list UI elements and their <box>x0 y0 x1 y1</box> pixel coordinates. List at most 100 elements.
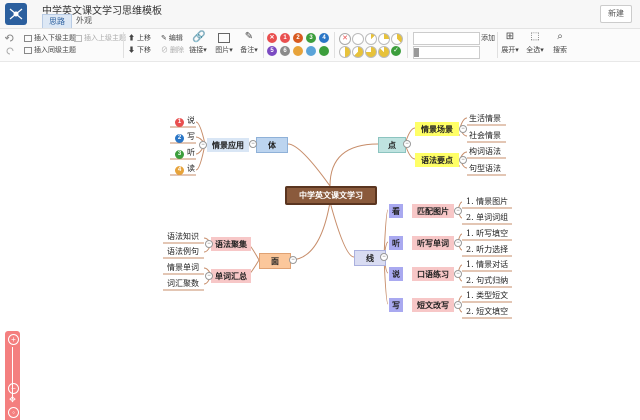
resource-slider[interactable] <box>413 46 480 59</box>
priority-6-icon[interactable]: 6 <box>280 46 290 56</box>
topic-dian[interactable]: 点 <box>378 137 406 153</box>
priority-7-icon[interactable] <box>293 46 303 56</box>
collapse-toggle[interactable]: − <box>205 240 213 248</box>
priority-5-icon[interactable]: 5 <box>267 46 277 56</box>
progress-1-icon[interactable] <box>365 33 377 45</box>
clear-progress-icon[interactable]: ✕ <box>339 33 351 45</box>
leaf-item[interactable]: 2. 句式归纳 <box>466 276 509 285</box>
progress-0-icon[interactable] <box>352 33 364 45</box>
move-down-button[interactable]: ⬇ 下移 <box>128 47 151 54</box>
collapse-toggle[interactable]: − <box>454 270 462 278</box>
toolbar: 插入下级主题 插入上级主题 插入同级主题 ⬆ 上移 ⬇ 下移 ✎ 编辑 ⊘ 删除… <box>0 29 640 62</box>
undo-icon[interactable] <box>5 33 15 43</box>
topic-yufa-yaodian[interactable]: 语法要点 <box>415 153 459 167</box>
mindmap-canvas[interactable]: 中学英文课文学习 点 − 情景场景 − 语法要点 − 生活情景 社会情景 构词语… <box>0 62 640 420</box>
collapse-toggle[interactable]: − <box>403 140 411 148</box>
insert-child-button[interactable]: 插入下级主题 <box>24 33 76 43</box>
tag-xie[interactable]: 写 <box>389 298 403 312</box>
insert-parent-button[interactable]: 插入上级主题 <box>74 33 126 43</box>
insert-sibling-button[interactable]: 插入同级主题 <box>24 45 76 55</box>
leaf-item[interactable]: 构词语法 <box>469 147 501 156</box>
progress-done-icon[interactable]: ✓ <box>391 46 401 56</box>
add-resource-button[interactable]: 添加 <box>481 35 495 42</box>
leaf-item[interactable]: 1. 情景图片 <box>466 197 509 206</box>
search-button[interactable]: ⌕ 搜索 <box>553 31 567 54</box>
link-button[interactable]: 🔗 链接▾ <box>189 31 207 54</box>
collapse-toggle[interactable]: − <box>205 272 213 280</box>
collapse-toggle[interactable]: − <box>380 253 388 261</box>
collapse-toggle[interactable]: − <box>289 256 297 264</box>
delete-button[interactable]: ⊘ 删除 <box>161 47 184 54</box>
priority-2-icon[interactable]: 2 <box>293 33 303 43</box>
priority-8-icon[interactable] <box>306 46 316 56</box>
tab-mindmap[interactable]: 思路 <box>42 14 72 28</box>
topic-tingxie-danci[interactable]: 听写单词 <box>412 236 454 250</box>
collapse-toggle[interactable]: − <box>454 239 462 247</box>
hand-icon[interactable]: ✥ <box>9 395 16 404</box>
collapse-toggle[interactable]: − <box>454 207 462 215</box>
leaf-item[interactable]: 社会情景 <box>469 131 501 140</box>
tag-ting[interactable]: 听 <box>389 236 403 250</box>
clear-priority-icon[interactable]: ✕ <box>267 33 277 43</box>
new-button[interactable]: 新建 <box>600 5 632 23</box>
progress-5-icon[interactable] <box>352 46 364 58</box>
zoom-track[interactable] <box>12 347 13 399</box>
leaf-item[interactable]: 句型语法 <box>469 164 501 173</box>
tag-kan[interactable]: 看 <box>389 204 403 218</box>
topic-qingjing-yingyong[interactable]: 情景应用 <box>207 138 249 152</box>
topic-kouyu-lianxi[interactable]: 口语练习 <box>412 267 454 281</box>
leaf-item[interactable]: 2. 短文填空 <box>466 307 509 316</box>
priority-9-icon[interactable] <box>319 46 329 56</box>
tab-appearance[interactable]: 外观 <box>76 16 92 25</box>
progress-6-icon[interactable] <box>365 46 377 58</box>
progress-3-icon[interactable] <box>391 33 403 45</box>
leaf-item[interactable]: 2. 单词词组 <box>466 213 509 222</box>
edit-button[interactable]: ✎ 编辑 <box>161 35 183 42</box>
zoom-out-icon[interactable]: − <box>8 383 19 394</box>
leaf-item[interactable]: 1. 类型短文 <box>466 291 509 300</box>
collapse-toggle[interactable]: − <box>459 125 467 133</box>
leaf-item[interactable]: 情景单词 <box>167 263 199 272</box>
topic-pipei-tupian[interactable]: 匹配图片 <box>412 204 454 218</box>
leaf-item[interactable]: 词汇聚数 <box>167 279 199 288</box>
expand-button[interactable]: ⊞ 展开▾ <box>501 31 519 54</box>
zoom-in-icon[interactable]: + <box>8 334 19 345</box>
topic-yufa-juji[interactable]: 语法聚集 <box>211 237 251 251</box>
collapse-toggle[interactable]: − <box>454 301 462 309</box>
move-up-button[interactable]: ⬆ 上移 <box>128 35 151 42</box>
leaf-item[interactable]: 1. 情景对话 <box>466 260 509 269</box>
slider-handle[interactable] <box>414 48 419 57</box>
image-button[interactable]: 图片▾ <box>213 31 235 55</box>
select-all-button[interactable]: ⬚ 全选▾ <box>526 31 544 54</box>
topic-duanwen-gaixie[interactable]: 短文改写 <box>412 298 454 312</box>
redo-icon[interactable] <box>5 46 15 56</box>
priority-3-icon[interactable]: 3 <box>306 33 316 43</box>
tag-shuo[interactable]: 说 <box>389 267 403 281</box>
topic-qingjing-changjing[interactable]: 情景场景 <box>415 122 459 136</box>
leaf-item[interactable]: 语法例句 <box>167 247 199 256</box>
progress-7-icon[interactable] <box>378 46 390 58</box>
collapse-toggle[interactable]: − <box>199 141 207 149</box>
locate-icon[interactable]: ◦ <box>8 407 19 418</box>
topic-danci-huizong[interactable]: 单词汇总 <box>211 269 251 283</box>
leaf-item[interactable]: 语法知识 <box>167 232 199 241</box>
progress-4-icon[interactable] <box>339 46 351 58</box>
priority-4-icon[interactable]: 4 <box>319 33 329 43</box>
leaf-item[interactable]: 1. 听写填空 <box>466 229 509 238</box>
priority-1-icon[interactable]: 1 <box>280 33 290 43</box>
note-button[interactable]: ✎ 备注▾ <box>240 31 258 54</box>
collapse-toggle[interactable]: − <box>459 156 467 164</box>
toolbar-divider <box>497 32 498 58</box>
topic-mian[interactable]: 面 <box>259 253 291 269</box>
collapse-toggle[interactable]: − <box>249 140 257 148</box>
root-topic[interactable]: 中学英文课文学习 <box>285 186 377 205</box>
leaf-item[interactable]: 2. 听力选择 <box>466 245 509 254</box>
leaf-item[interactable]: 生活情景 <box>469 114 501 123</box>
topic-ti[interactable]: 体 <box>256 137 288 153</box>
progress-2-icon[interactable] <box>378 33 390 45</box>
resource-input[interactable] <box>413 32 480 45</box>
